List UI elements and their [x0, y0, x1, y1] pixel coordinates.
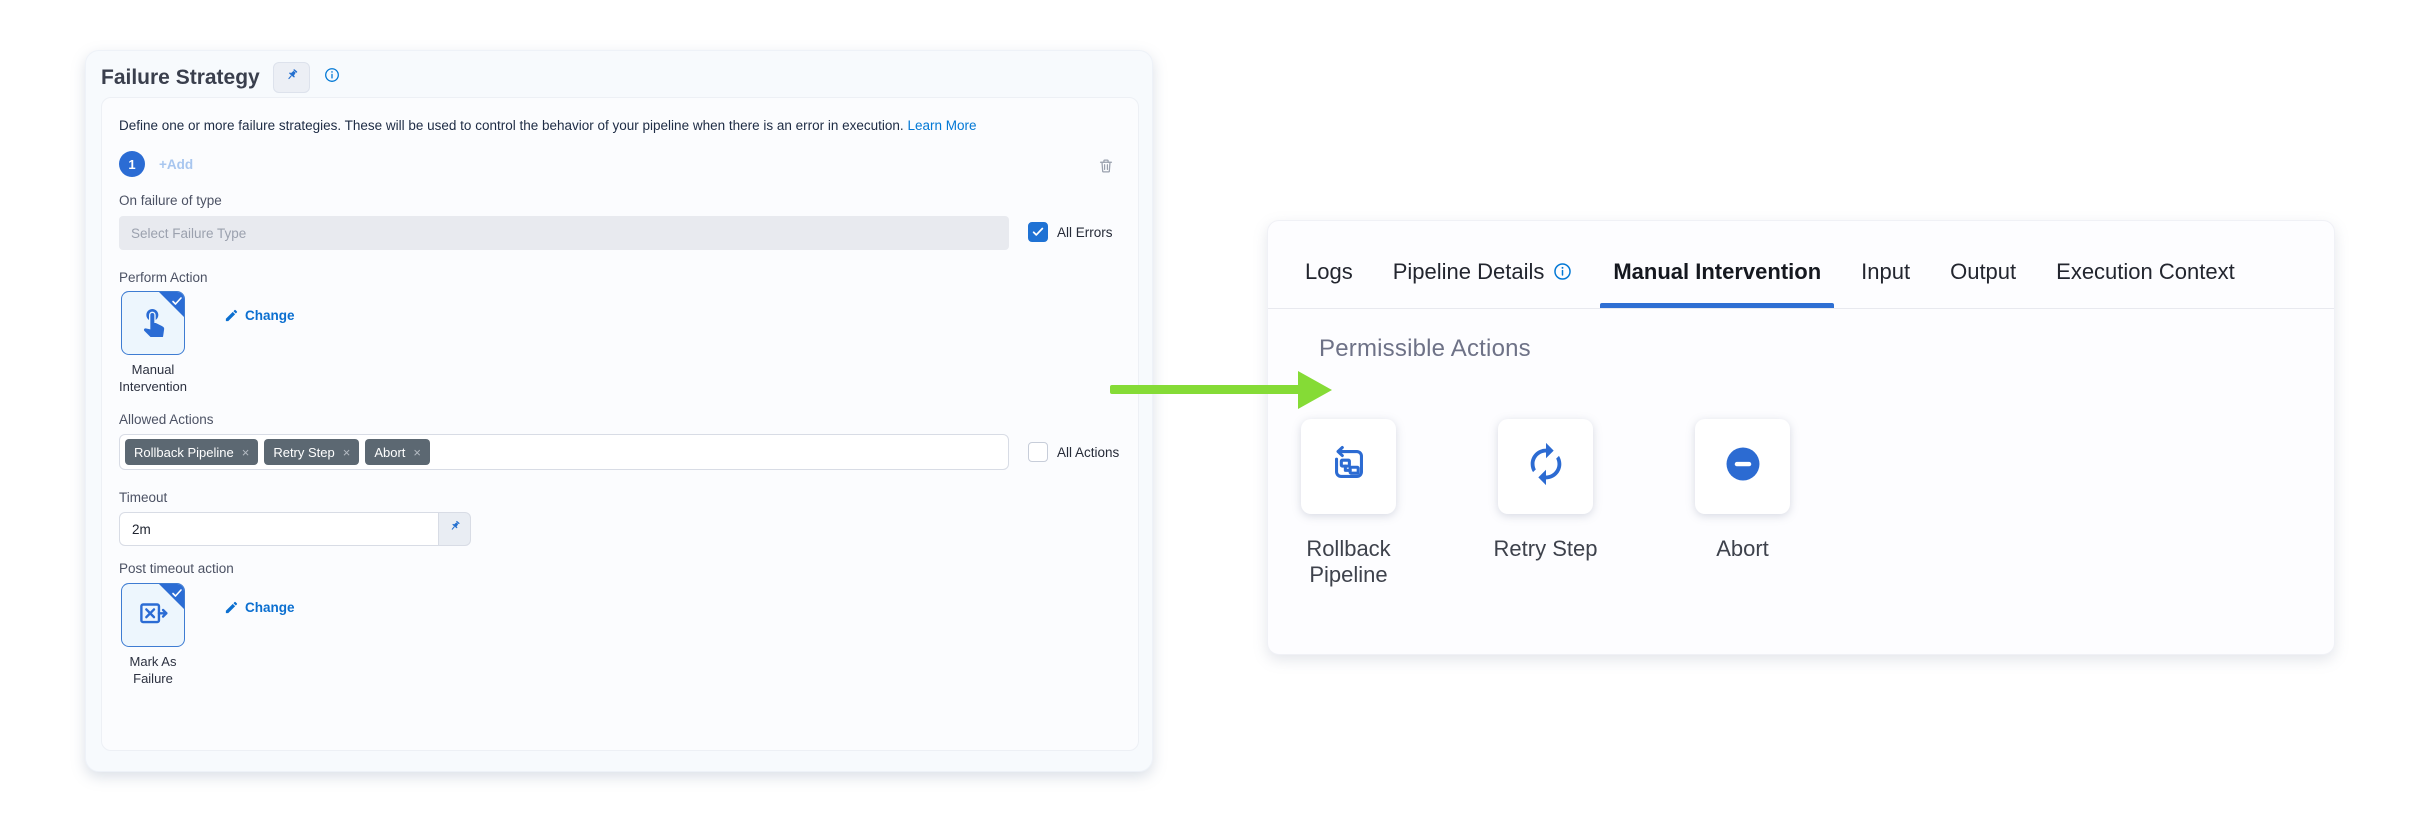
strategy-description: Define one or more failure strategies. T…: [119, 118, 977, 133]
details-tab-bar: Logs Pipeline Details Manual Interventio…: [1268, 221, 2334, 309]
panel-title: Failure Strategy: [101, 65, 260, 89]
all-errors-label: All Errors: [1057, 224, 1113, 240]
tab-input[interactable]: Input: [1861, 258, 1911, 284]
pencil-icon: [224, 308, 239, 323]
perform-action-caption: Manual Intervention: [119, 362, 187, 395]
pin-strategy-button[interactable]: [272, 62, 310, 93]
change-label: Change: [245, 600, 295, 615]
perform-action-label: Perform Action: [119, 270, 208, 285]
learn-more-link[interactable]: Learn More: [907, 118, 977, 133]
tab-manual-intervention[interactable]: Manual Intervention: [1600, 235, 1834, 308]
tag-remove-icon[interactable]: ×: [241, 444, 250, 460]
action-label: Abort: [1716, 536, 1769, 561]
tag-rollback-pipeline[interactable]: Rollback Pipeline ×: [125, 439, 259, 465]
action-rollback-pipeline: Rollback Pipeline: [1301, 419, 1396, 587]
permissible-actions-title: Permissible Actions: [1319, 335, 1531, 362]
retry-step-button[interactable]: [1498, 419, 1593, 514]
all-actions-checkbox[interactable]: All Actions: [1028, 442, 1119, 462]
permissible-actions-row: Rollback Pipeline Retry Step Abort: [1301, 419, 1790, 587]
change-post-timeout-button[interactable]: Change: [224, 600, 295, 615]
strategy-number-badge[interactable]: 1: [119, 151, 145, 177]
failure-type-input[interactable]: [119, 216, 1009, 250]
tag-abort[interactable]: Abort ×: [365, 439, 431, 465]
tab-output[interactable]: Output: [1950, 258, 2017, 284]
add-strategy-button[interactable]: +Add: [159, 156, 194, 172]
delete-strategy-button[interactable]: [1096, 156, 1116, 176]
trash-icon: [1096, 159, 1116, 180]
info-icon[interactable]: [323, 66, 341, 89]
rollback-pipeline-button[interactable]: [1301, 419, 1396, 514]
annotation-arrow: [1110, 385, 1300, 394]
timeout-field: [119, 512, 471, 546]
strategy-list: 1 +Add: [119, 151, 193, 177]
change-label: Change: [245, 308, 295, 323]
action-label: Retry Step: [1493, 536, 1598, 561]
execution-details-panel: Logs Pipeline Details Manual Interventio…: [1267, 220, 2335, 655]
post-timeout-action-card[interactable]: [121, 583, 185, 647]
tab-execution-context[interactable]: Execution Context: [2056, 258, 2235, 284]
perform-action-card[interactable]: [121, 291, 185, 355]
retry-step-icon: [1523, 441, 1569, 492]
selected-check-icon: [171, 294, 183, 312]
tag-retry-step[interactable]: Retry Step ×: [264, 439, 360, 465]
selected-check-icon: [171, 586, 183, 604]
timeout-pin-button[interactable]: [439, 512, 471, 546]
all-errors-checkbox[interactable]: All Errors: [1028, 222, 1113, 242]
tab-pipeline-details[interactable]: Pipeline Details: [1380, 235, 1587, 308]
action-abort: Abort: [1695, 419, 1790, 561]
tag-remove-icon[interactable]: ×: [413, 444, 422, 460]
selected-corner: [158, 292, 184, 318]
strategy-editor-card: Define one or more failure strategies. T…: [101, 97, 1139, 751]
pin-icon: [447, 519, 462, 539]
timeout-label: Timeout: [119, 490, 168, 505]
rollback-pipeline-icon: [1326, 441, 1372, 492]
checkbox-checked-icon: [1028, 222, 1048, 242]
annotation-arrow-head: [1298, 371, 1332, 409]
info-icon[interactable]: [1552, 261, 1573, 282]
abort-button[interactable]: [1695, 419, 1790, 514]
action-label: Rollback Pipeline: [1306, 536, 1391, 587]
abort-icon: [1720, 441, 1766, 492]
selected-corner: [158, 584, 184, 610]
timeout-input[interactable]: [119, 512, 439, 546]
change-perform-action-button[interactable]: Change: [224, 308, 295, 323]
tag-remove-icon[interactable]: ×: [342, 444, 351, 460]
hand-pointer-icon: [137, 305, 169, 342]
post-timeout-label: Post timeout action: [119, 561, 234, 576]
pin-icon: [283, 67, 300, 89]
failure-strategy-panel: Failure Strategy Define one or more fail…: [85, 50, 1153, 772]
allowed-actions-label: Allowed Actions: [119, 412, 214, 427]
action-retry-step: Retry Step: [1494, 419, 1597, 561]
pencil-icon: [224, 600, 239, 615]
tab-logs[interactable]: Logs: [1305, 258, 1353, 284]
allowed-actions-input[interactable]: Rollback Pipeline × Retry Step × Abort ×: [119, 434, 1009, 470]
all-actions-label: All Actions: [1057, 444, 1120, 460]
on-failure-label: On failure of type: [119, 193, 222, 208]
failure-strategy-header: Failure Strategy: [101, 62, 341, 93]
checkbox-unchecked-icon: [1028, 442, 1048, 462]
post-timeout-caption: Mark As Failure: [129, 654, 177, 687]
mark-as-failure-icon: [136, 596, 170, 635]
